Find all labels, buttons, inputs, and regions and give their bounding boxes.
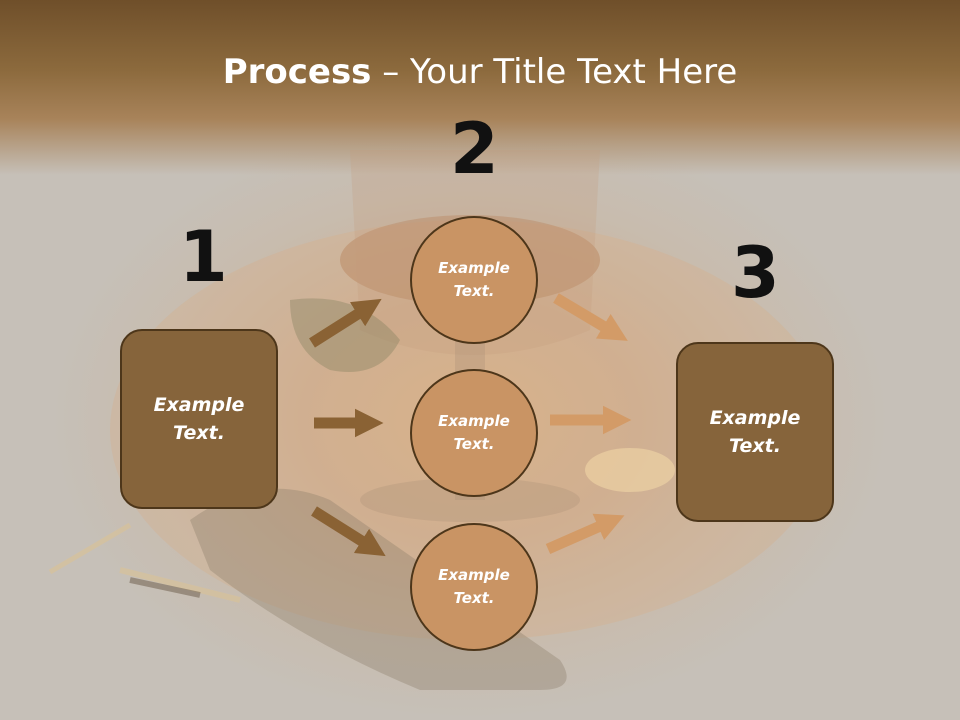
- title-bold: Process: [222, 52, 372, 92]
- arrow-to-top: [309, 298, 382, 348]
- circle-bottom: Example Text.: [410, 523, 538, 651]
- step-number-2: 2: [450, 108, 499, 190]
- circle-middle-label: Example Text.: [438, 411, 510, 453]
- arrow-from-bottom: [545, 513, 625, 555]
- header-band: [0, 0, 960, 175]
- circle-bottom-label: Example Text.: [438, 565, 510, 607]
- circle-top: Example Text.: [410, 216, 538, 344]
- step-number-1: 1: [179, 216, 228, 298]
- step-box-1: Example Text.: [120, 329, 278, 509]
- circle-top-label: Example Text.: [438, 258, 510, 300]
- step-box-3: Example Text.: [676, 342, 834, 522]
- step-box-3-label: Example Text.: [709, 406, 801, 458]
- title-rest: – Your Title Text Here: [371, 52, 738, 92]
- step-box-1-label: Example Text.: [153, 393, 245, 445]
- arrow-to-bottom: [311, 506, 386, 557]
- step-number-3: 3: [731, 232, 780, 314]
- circle-middle: Example Text.: [410, 369, 538, 497]
- arrow-from-top: [553, 293, 628, 341]
- slide-title: Process – Your Title Text Here: [0, 52, 960, 92]
